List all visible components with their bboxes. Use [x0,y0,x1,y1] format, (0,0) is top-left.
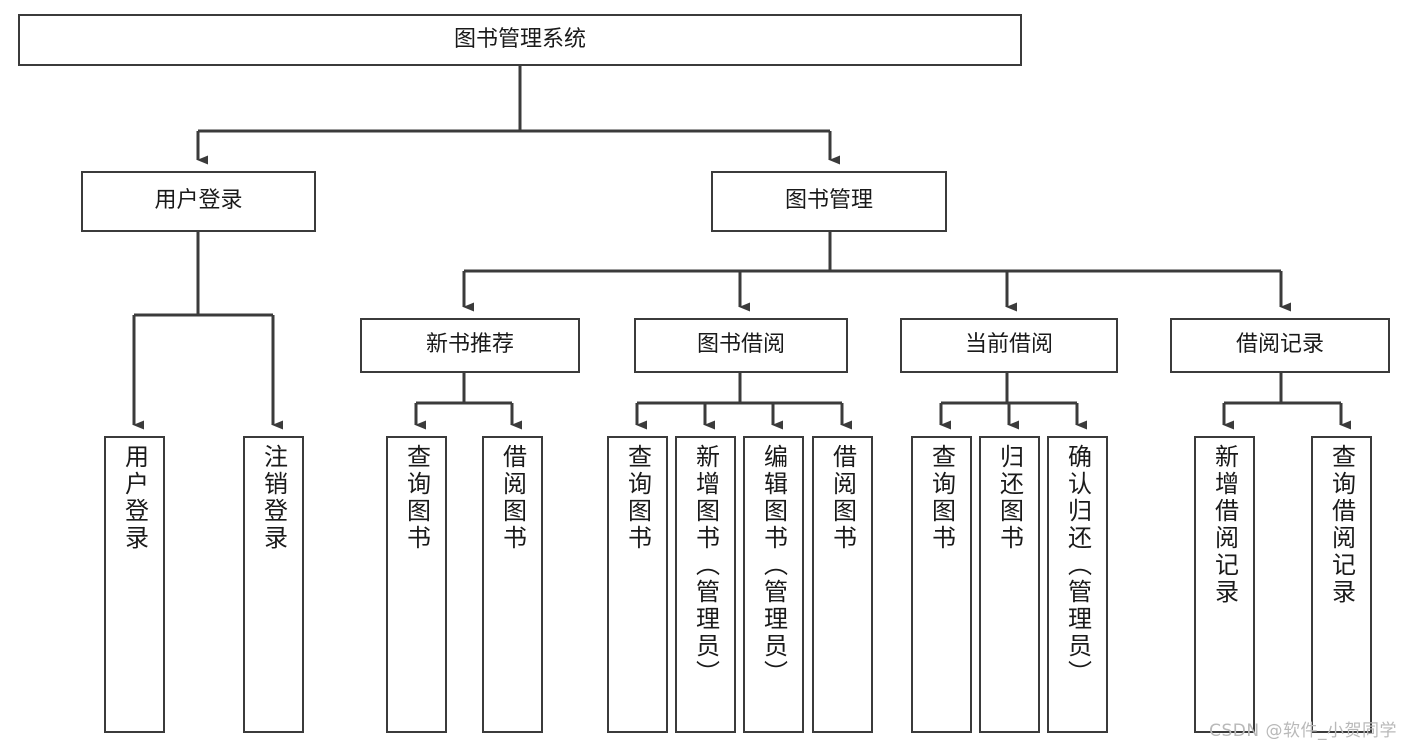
node-leaf-add-record[interactable]: 新增借阅记录 [1194,436,1255,733]
node-leaf-user-login[interactable]: 用户登录 [104,436,165,733]
node-leaf-add-book[interactable]: 新增图书（管理员） [675,436,736,733]
node-leaf-logout-login[interactable]: 注销登录 [243,436,304,733]
node-label: 新书推荐 [425,332,514,358]
node-label: 图书管理系统 [453,26,586,52]
node-current-borrow[interactable]: 当前借阅 [900,318,1118,373]
node-leaf-borrow-book-1[interactable]: 借阅图书 [482,436,543,733]
node-label: 图书管理 [784,188,873,214]
node-label: 查询图书 [402,444,431,552]
node-label: 查询图书 [927,444,956,552]
node-label: 用户登录 [120,444,149,552]
node-borrow-record[interactable]: 借阅记录 [1170,318,1390,373]
node-label: 当前借阅 [964,332,1053,358]
node-label: 查询图书 [623,444,652,552]
node-label: 借阅记录 [1235,332,1324,358]
node-label: 查询借阅记录 [1327,444,1356,606]
node-leaf-query-record[interactable]: 查询借阅记录 [1311,436,1372,733]
node-label: 新增图书（管理员） [691,444,720,687]
node-leaf-return-book[interactable]: 归还图书 [979,436,1040,733]
node-leaf-query-book-2[interactable]: 查询图书 [607,436,668,733]
node-new-book-recommend[interactable]: 新书推荐 [360,318,580,373]
node-leaf-confirm-return[interactable]: 确认归还（管理员） [1047,436,1108,733]
node-leaf-query-book-3[interactable]: 查询图书 [911,436,972,733]
node-label: 编辑图书（管理员） [759,444,788,687]
node-user-login[interactable]: 用户登录 [81,171,316,232]
node-label: 注销登录 [259,444,288,552]
node-leaf-borrow-book-2[interactable]: 借阅图书 [812,436,873,733]
node-leaf-edit-book[interactable]: 编辑图书（管理员） [743,436,804,733]
node-label: 用户登录 [154,188,243,214]
node-book-manage[interactable]: 图书管理 [711,171,947,232]
node-label: 新增借阅记录 [1210,444,1239,606]
node-label: 确认归还（管理员） [1063,444,1092,687]
node-label: 图书借阅 [696,332,785,358]
node-book-management-system[interactable]: 图书管理系统 [18,14,1022,66]
node-book-borrow[interactable]: 图书借阅 [634,318,848,373]
node-label: 借阅图书 [828,444,857,552]
node-label: 借阅图书 [498,444,527,552]
node-leaf-query-book-1[interactable]: 查询图书 [386,436,447,733]
node-label: 归还图书 [995,444,1024,552]
